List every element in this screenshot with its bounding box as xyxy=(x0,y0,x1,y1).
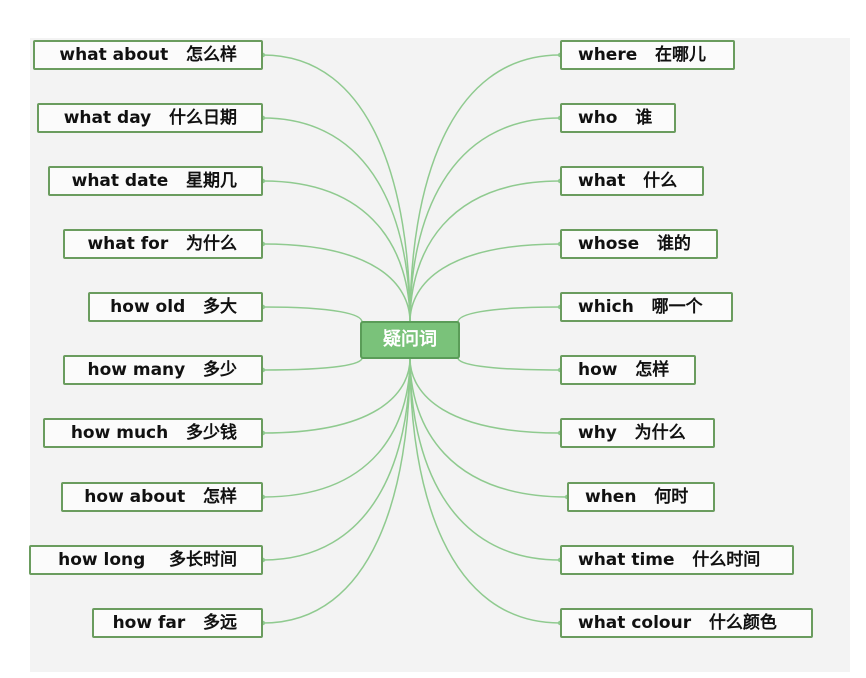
right-node-whose[interactable]: whose 谁的 xyxy=(560,229,718,259)
connector-line xyxy=(262,357,411,561)
connector-line xyxy=(409,357,568,498)
connector-line xyxy=(262,306,363,323)
left-node-how-many[interactable]: how many 多少 xyxy=(63,355,263,385)
connector-line xyxy=(262,243,411,323)
right-node-what[interactable]: what 什么 xyxy=(560,166,704,196)
connector-line xyxy=(262,357,411,434)
left-node-how-much[interactable]: how much 多少钱 xyxy=(43,418,263,448)
connector-line xyxy=(409,357,561,434)
connector-line xyxy=(409,117,561,323)
connector-line xyxy=(409,180,561,323)
connector-line xyxy=(262,54,411,323)
right-node-who[interactable]: who 谁 xyxy=(560,103,676,133)
right-node-why[interactable]: why 为什么 xyxy=(560,418,715,448)
connector-line xyxy=(457,306,561,323)
left-node-what-date[interactable]: what date 星期几 xyxy=(48,166,263,196)
left-node-how-long[interactable]: how long 多长时间 xyxy=(29,545,263,575)
right-node-what-colour[interactable]: what colour 什么颜色 xyxy=(560,608,813,638)
connector-line xyxy=(409,243,561,323)
right-node-where[interactable]: where 在哪儿 xyxy=(560,40,735,70)
left-node-how-old[interactable]: how old 多大 xyxy=(88,292,263,322)
right-node-when[interactable]: when 何时 xyxy=(567,482,715,512)
connector-line xyxy=(409,357,561,624)
connector-line xyxy=(457,357,561,371)
left-node-what-about[interactable]: what about 怎么样 xyxy=(33,40,263,70)
connector-line xyxy=(262,357,411,498)
connector-line xyxy=(262,117,411,323)
connector-line xyxy=(262,357,363,371)
left-node-what-for[interactable]: what for 为什么 xyxy=(63,229,263,259)
connector-line xyxy=(262,357,411,624)
left-node-how-about[interactable]: how about 怎样 xyxy=(61,482,263,512)
right-node-what-time[interactable]: what time 什么时间 xyxy=(560,545,794,575)
center-node[interactable]: 疑问词 xyxy=(360,321,460,359)
left-node-what-day[interactable]: what day 什么日期 xyxy=(37,103,263,133)
connector-line xyxy=(262,180,411,323)
connector-line xyxy=(409,357,561,561)
right-node-which[interactable]: which 哪一个 xyxy=(560,292,733,322)
left-node-how-far[interactable]: how far 多远 xyxy=(92,608,263,638)
connector-line xyxy=(409,54,561,323)
right-node-how[interactable]: how 怎样 xyxy=(560,355,696,385)
